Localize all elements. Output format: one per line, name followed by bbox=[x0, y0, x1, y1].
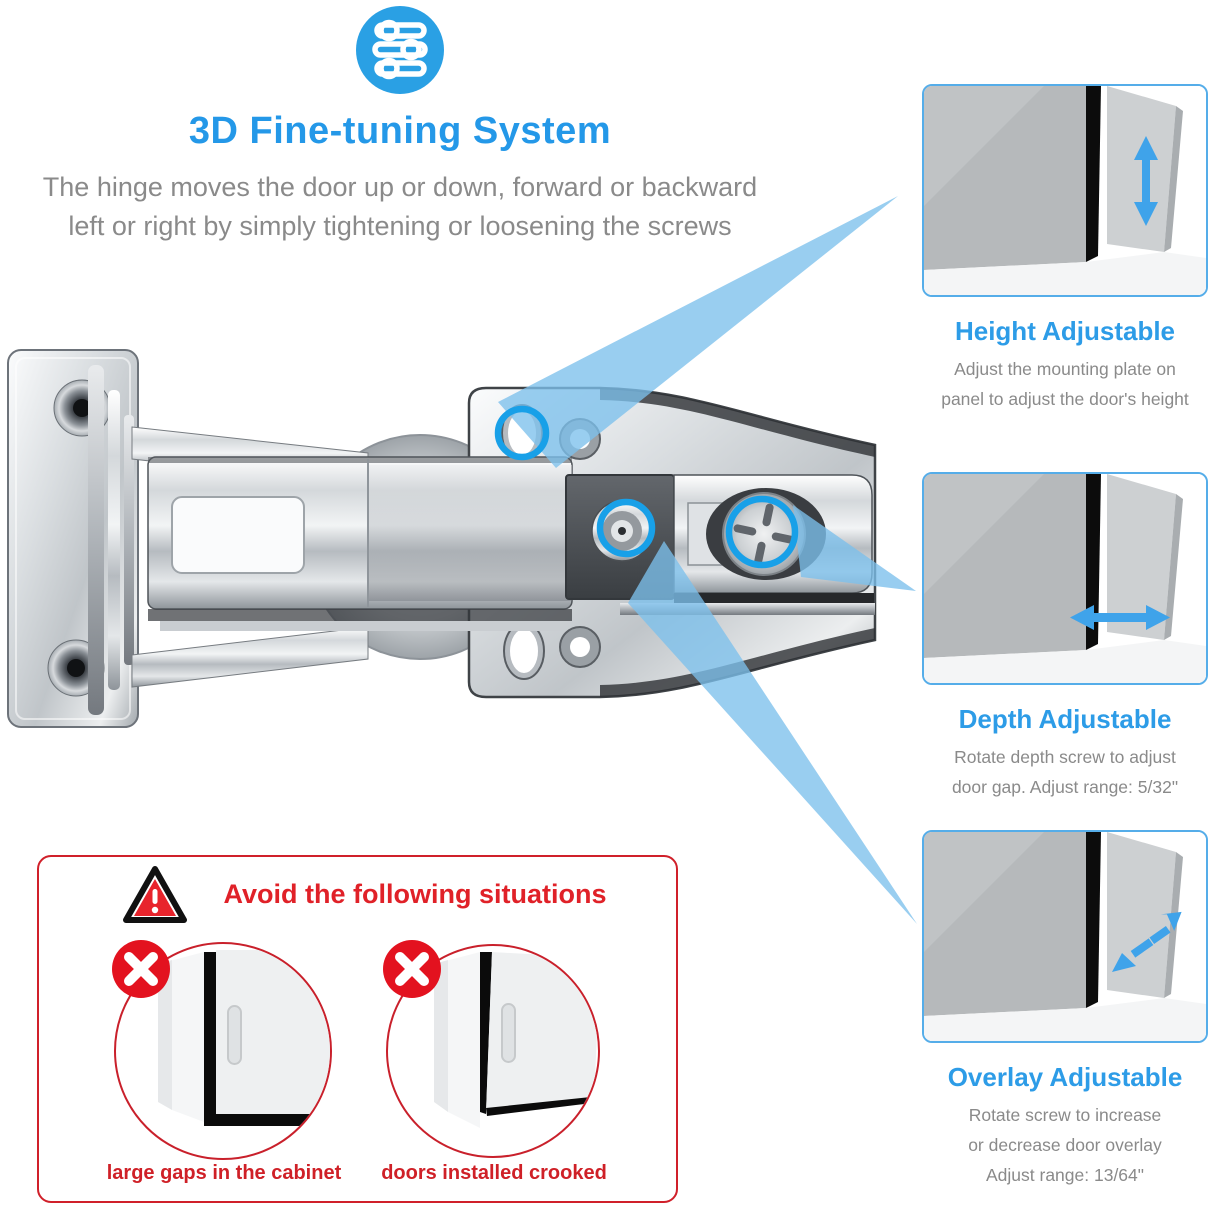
page-title: 3D Fine-tuning System bbox=[188, 110, 612, 152]
height-adjust-hole bbox=[508, 411, 536, 455]
overlay-panel-desc: Rotate screw to increase or decrease doo… bbox=[892, 1100, 1214, 1190]
hinge-cup bbox=[307, 434, 533, 660]
hinge-levers bbox=[131, 426, 369, 688]
x-mark-icon bbox=[382, 939, 442, 999]
page-subtitle-line1: The hinge moves the door up or down, for… bbox=[42, 172, 758, 202]
height-panel-desc: Adjust the mounting plate on panel to ad… bbox=[892, 354, 1214, 414]
desc-line: or decrease door overlay bbox=[968, 1135, 1162, 1155]
overlay-panel-title: Overlay Adjustable bbox=[947, 1062, 1183, 1092]
desc-line: Rotate screw to increase bbox=[968, 1105, 1162, 1125]
overlay-panel-image bbox=[922, 830, 1208, 1043]
warning-triangle-icon bbox=[122, 865, 188, 925]
depth-panel-desc: Rotate depth screw to adjust door gap. A… bbox=[892, 742, 1214, 802]
horizontal-double-arrow-icon bbox=[1070, 605, 1170, 630]
depth-callout-ring bbox=[596, 498, 656, 558]
hinge-door-plate bbox=[7, 349, 139, 728]
overlay-adjust-screw bbox=[722, 492, 806, 576]
depth-panel-image bbox=[922, 472, 1208, 685]
callout-beams bbox=[498, 196, 917, 924]
sliders-icon bbox=[355, 5, 445, 95]
hinge-arm bbox=[147, 456, 573, 631]
height-panel-title: Height Adjustable bbox=[954, 316, 1176, 346]
desc-line: Adjust the mounting plate on bbox=[954, 359, 1176, 379]
warning-title: Avoid the following situations bbox=[223, 879, 607, 909]
desc-line: panel to adjust the door's height bbox=[941, 389, 1189, 409]
overlay-callout-ring bbox=[725, 495, 799, 569]
height-panel-image bbox=[922, 84, 1208, 297]
desc-line: door gap. Adjust range: 5/32" bbox=[951, 777, 1179, 797]
diagonal-double-arrow-icon bbox=[1112, 911, 1182, 972]
hinge-mounting-plate bbox=[467, 386, 877, 699]
warning-example-crooked-door bbox=[386, 944, 600, 1158]
warning-item2-label: doors installed crooked bbox=[381, 1162, 607, 1184]
hinge-knuckle bbox=[88, 365, 134, 715]
hinge-adjust-arm bbox=[620, 474, 875, 615]
hinge-center-screw bbox=[565, 474, 675, 600]
height-callout-ring bbox=[494, 405, 550, 461]
depth-panel-title: Depth Adjustable bbox=[958, 704, 1172, 734]
x-mark-icon bbox=[111, 939, 171, 999]
vertical-double-arrow-icon bbox=[1134, 136, 1158, 226]
desc-line: Rotate depth screw to adjust bbox=[954, 747, 1176, 767]
desc-line: Adjust range: 13/64" bbox=[986, 1165, 1144, 1185]
page-subtitle-line2: left or right by simply tightening or lo… bbox=[68, 211, 732, 241]
cabinet-hinge-image bbox=[0, 335, 880, 735]
warning-box: Avoid the following situations bbox=[37, 855, 678, 1203]
warning-item1-label: large gaps in the cabinet bbox=[106, 1162, 342, 1184]
beam-to-depth-panel bbox=[793, 505, 916, 591]
